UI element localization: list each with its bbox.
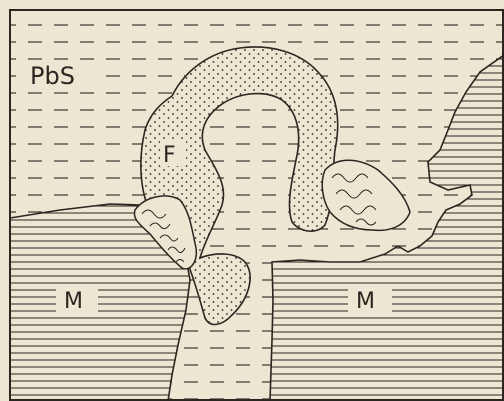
label-m-left: M: [64, 289, 83, 314]
label-pbs: PbS: [30, 62, 75, 90]
label-f: F: [163, 143, 176, 168]
label-m-right: M: [356, 289, 375, 314]
